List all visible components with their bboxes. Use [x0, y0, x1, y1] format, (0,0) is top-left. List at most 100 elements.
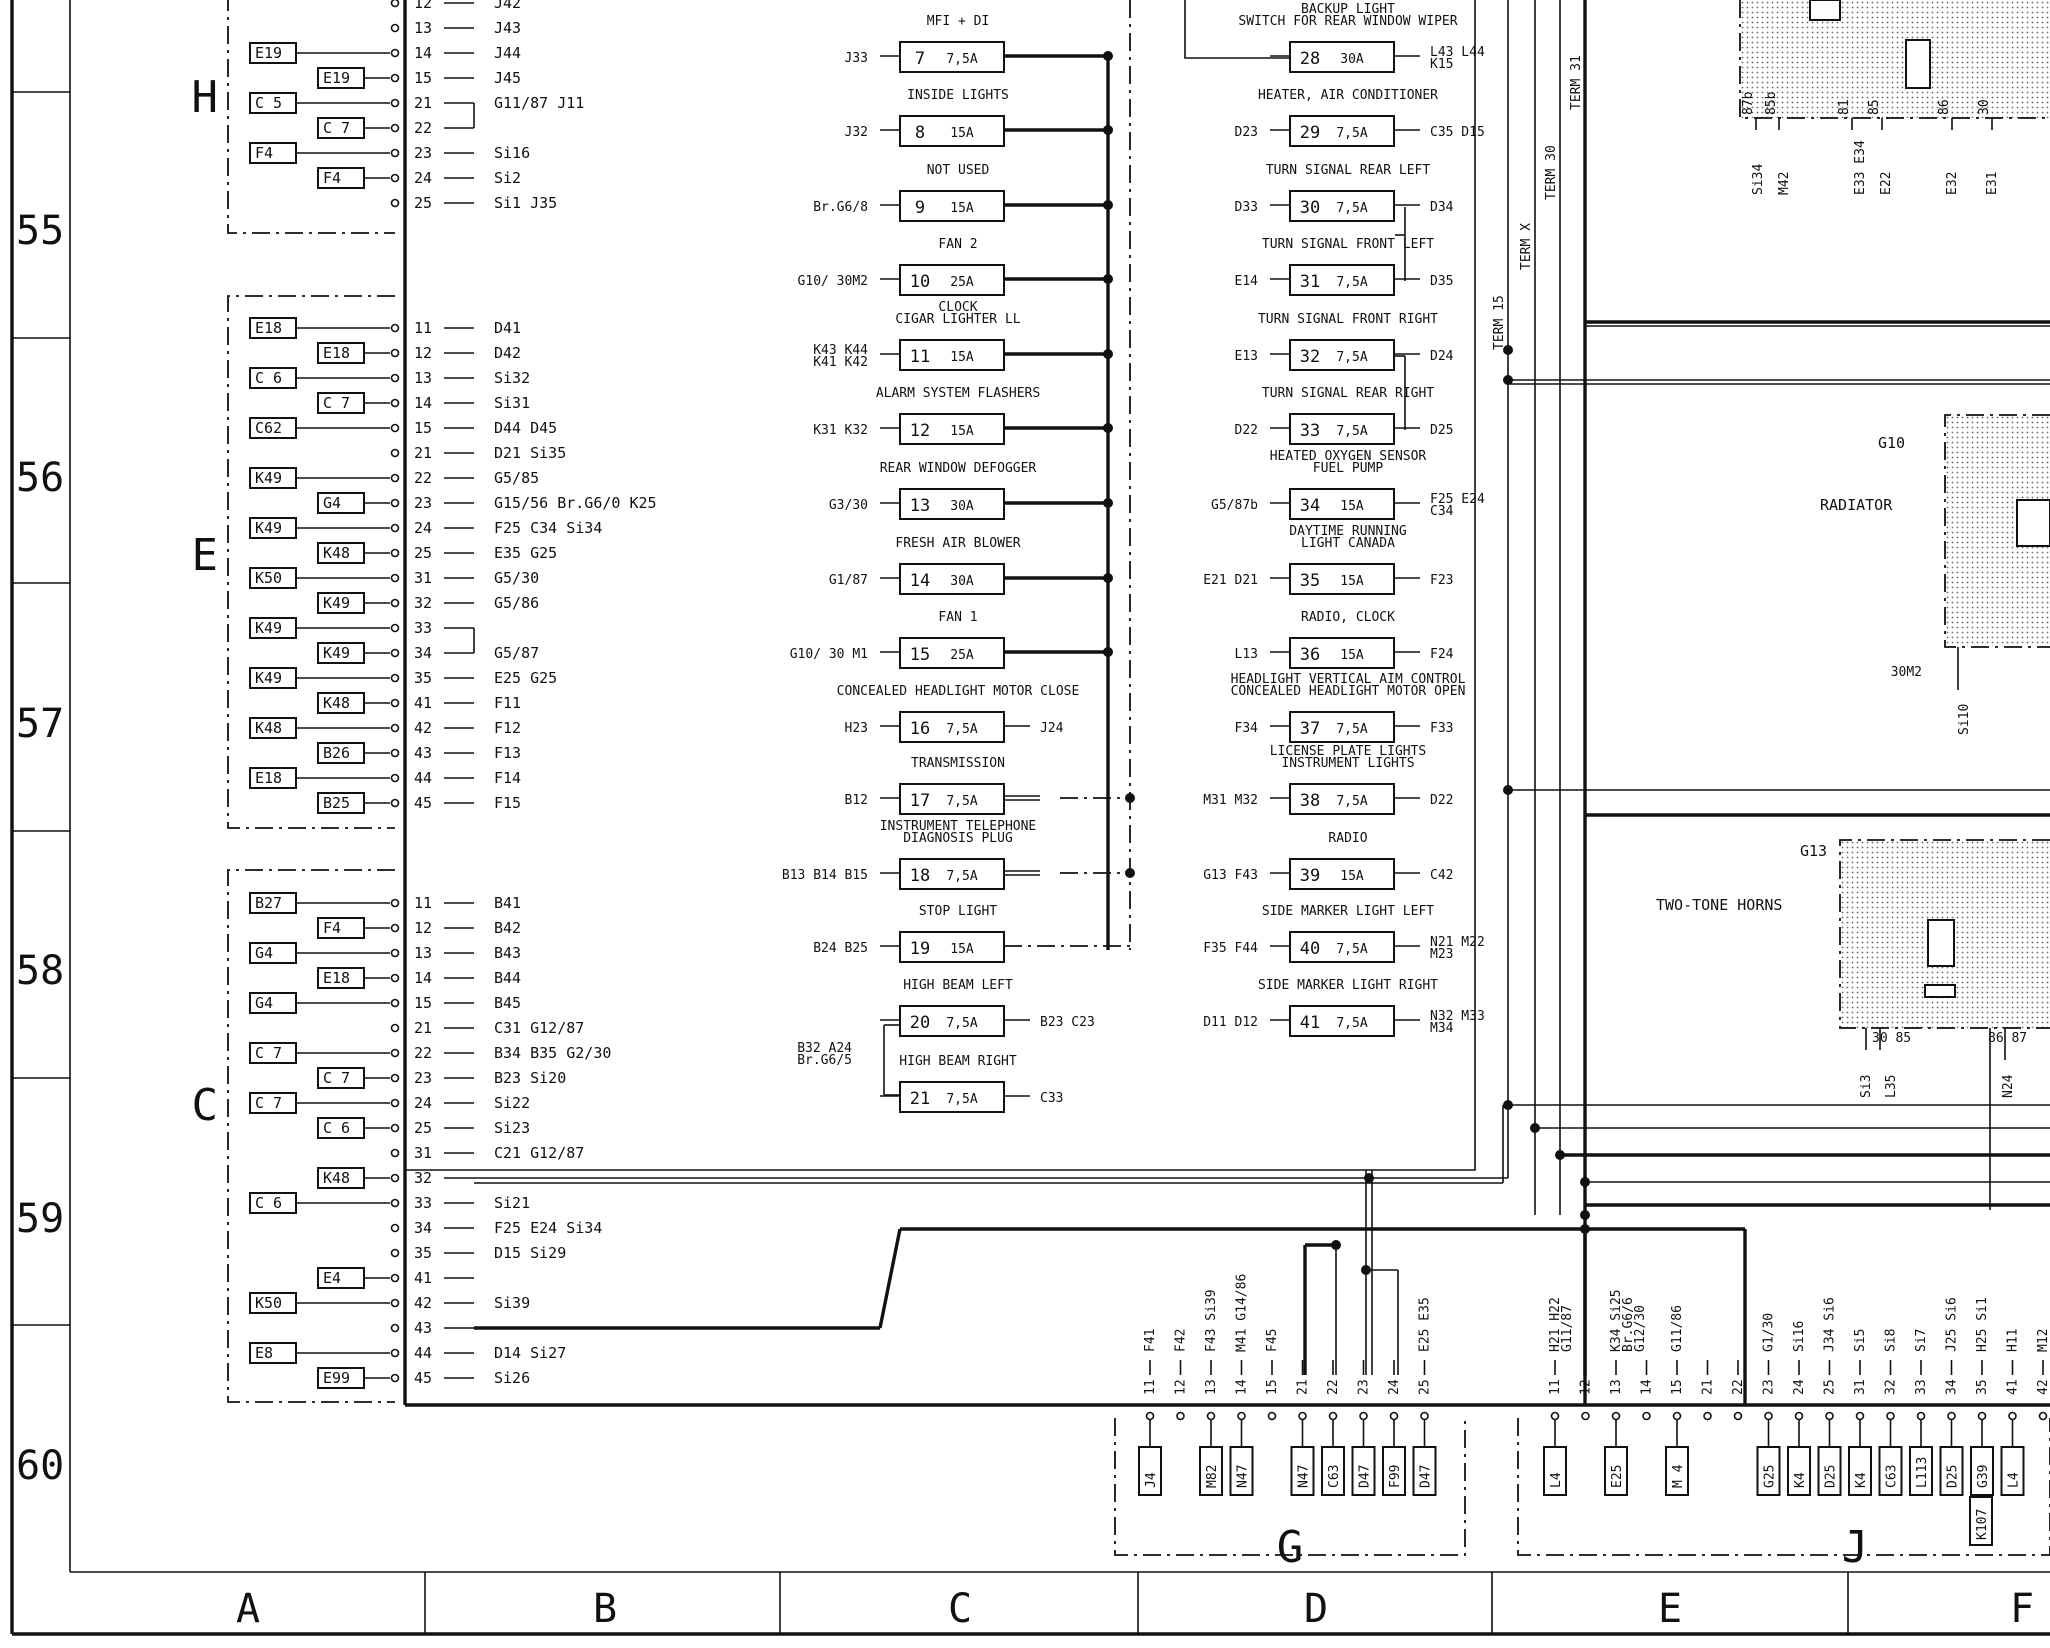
label-line: 7,5A — [946, 1092, 977, 1107]
component-code: K49 — [323, 644, 350, 662]
label-line: E32 — [1945, 172, 1960, 195]
wire-code: Si7 — [1914, 1329, 1929, 1352]
label-line: 41 — [414, 694, 432, 712]
component-code: E25 — [1610, 1465, 1625, 1488]
fuse-body — [899, 413, 1005, 445]
label-line: E35 G25 — [494, 544, 557, 562]
fuse-number: 34 — [1300, 496, 1320, 516]
label-line: 12 — [910, 421, 930, 441]
label-line: C35 D15 — [1430, 125, 1485, 140]
label-line: F4 — [323, 169, 341, 187]
label-line: 23 — [414, 494, 432, 512]
connector-pin — [390, 1373, 400, 1383]
fuse-input-code: G5/87b — [1211, 498, 1258, 513]
label-line: D15 Si29 — [494, 1244, 566, 1262]
wire-code: H11 — [2006, 1329, 2021, 1352]
label-line: M42 — [1777, 172, 1792, 195]
label-line: H21 H22 — [1548, 1297, 1563, 1352]
relay-pins: 30 85 — [1872, 1031, 1911, 1046]
label-line: D25 — [1824, 1465, 1839, 1488]
fuse-body — [1289, 488, 1395, 520]
connector-pin — [390, 448, 400, 458]
fuse-rating: 7,5A — [946, 1016, 977, 1031]
relay-wire-code: Si34 — [1751, 164, 1766, 195]
wire-code: J34 Si6 — [1823, 1297, 1838, 1352]
wire-codes: D42 — [494, 344, 521, 362]
component-code: F4 — [323, 919, 341, 937]
connector-pin — [1855, 1411, 1865, 1421]
label-line: 15A — [1340, 648, 1364, 663]
label-line: 45 — [414, 794, 432, 812]
main-bus — [403, 0, 2050, 1407]
label-line: TERM X — [1519, 223, 1534, 270]
label-line: K4 — [1793, 1472, 1808, 1488]
wire-codes: B44 — [494, 969, 521, 987]
connector-pin — [390, 1148, 400, 1158]
pin-number: 11 — [414, 894, 432, 912]
label-line: 81 — [1837, 99, 1852, 115]
label-line: TURN SIGNAL REAR LEFT — [1266, 163, 1431, 178]
fuse-rating: 7,5A — [1336, 722, 1367, 737]
label-line: D24 — [1430, 349, 1454, 364]
wire-code: H21 H22G11/87 — [1548, 1297, 1575, 1352]
pin-number: 24 — [1387, 1379, 1402, 1395]
connector-pin — [390, 1023, 400, 1033]
relay-wire-code: M42 — [1777, 172, 1792, 195]
component-code: C63 — [1327, 1465, 1342, 1488]
label-line: 43 — [414, 744, 432, 762]
connector-pin — [390, 773, 400, 783]
connector-pin — [1206, 1411, 1216, 1421]
pin-number: 45 — [414, 1369, 432, 1387]
connector-pin — [1176, 1411, 1185, 1421]
label-line: Si23 — [494, 1119, 530, 1137]
label-line: F15 — [494, 794, 521, 812]
label-line: 42 — [414, 1294, 432, 1312]
component-code: C 7 — [323, 394, 350, 412]
label-line: E33 E34 — [1853, 140, 1868, 195]
component-code: L4 — [1549, 1472, 1564, 1488]
connector-pin — [1267, 1411, 1277, 1421]
label-line: 30 85 — [1872, 1031, 1911, 1046]
relay-g10-name: RADIATOR — [1820, 496, 1893, 514]
row-label-56: 56 — [16, 455, 64, 501]
label-line: 32 — [1884, 1379, 1899, 1395]
component-code: G4 — [255, 994, 273, 1012]
connector-pin — [1794, 1411, 1804, 1421]
pin-number: 34 — [1945, 1379, 1960, 1395]
wire-codes: G15/56 Br.G6/0 K25 — [494, 494, 657, 512]
pin-number: 23 — [414, 1069, 432, 1087]
wire-codes: F25 E24 Si34 — [494, 1219, 602, 1237]
label-line: 23 — [414, 144, 432, 162]
connector-frame — [1114, 1418, 1466, 1556]
pin-number: 25 — [1823, 1379, 1838, 1395]
label-line: G1/87 — [829, 573, 868, 588]
label-line: SIDE MARKER LIGHT RIGHT — [1258, 978, 1438, 993]
label-line: 15A — [1340, 574, 1364, 589]
connector-pin — [390, 48, 400, 58]
connector-pin — [1642, 1411, 1651, 1421]
label-line: Si3 — [1859, 1075, 1874, 1098]
component-code: E19 — [255, 44, 282, 62]
fuse-number: 41 — [1300, 1013, 1320, 1033]
label-line: 30A — [950, 574, 974, 589]
connector-pin — [390, 673, 400, 683]
fuse-output-code: F24 — [1430, 647, 1454, 662]
component-code: K48 — [255, 719, 282, 737]
connector-pin — [390, 1248, 400, 1258]
component-code: B26 — [323, 744, 350, 762]
fuse-rating: 15A — [950, 350, 974, 365]
fuse-number: 36 — [1300, 645, 1320, 665]
label-line: C 6 — [323, 1119, 350, 1137]
connector-pin — [390, 723, 400, 733]
wire-codes: C21 G12/87 — [494, 1144, 584, 1162]
pin-number: 25 — [1418, 1379, 1433, 1395]
junction-dot — [1103, 573, 1113, 583]
connector-pin — [1237, 1411, 1246, 1421]
label-line: F42 — [1174, 1329, 1189, 1352]
label-line: 15 — [414, 994, 432, 1012]
connector-pin — [1947, 1411, 1956, 1421]
